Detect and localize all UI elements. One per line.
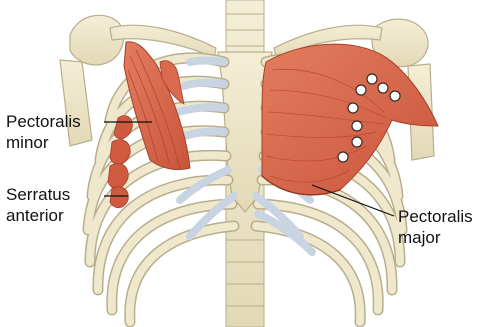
label-serratus-anterior-line2: anterior <box>6 205 70 226</box>
label-pectoralis-major-line2: major <box>398 227 473 248</box>
label-pectoralis-minor-line1: Pectoralis <box>6 111 81 132</box>
attachment-marker <box>352 121 362 131</box>
attachment-marker <box>352 137 362 147</box>
attachment-marker <box>390 91 400 101</box>
attachment-marker <box>338 152 348 162</box>
label-serratus-anterior-line1: Serratus <box>6 184 70 205</box>
label-pectoralis-minor: Pectoralis minor <box>6 111 81 153</box>
attachment-marker <box>348 103 358 113</box>
label-pectoralis-major: Pectoralis major <box>398 206 473 248</box>
attachment-marker <box>378 83 388 93</box>
attachment-marker <box>367 74 377 84</box>
attachment-marker <box>356 85 366 95</box>
label-pectoralis-minor-line2: minor <box>6 132 81 153</box>
label-pectoralis-major-line1: Pectoralis <box>398 206 473 227</box>
label-serratus-anterior: Serratus anterior <box>6 184 70 226</box>
